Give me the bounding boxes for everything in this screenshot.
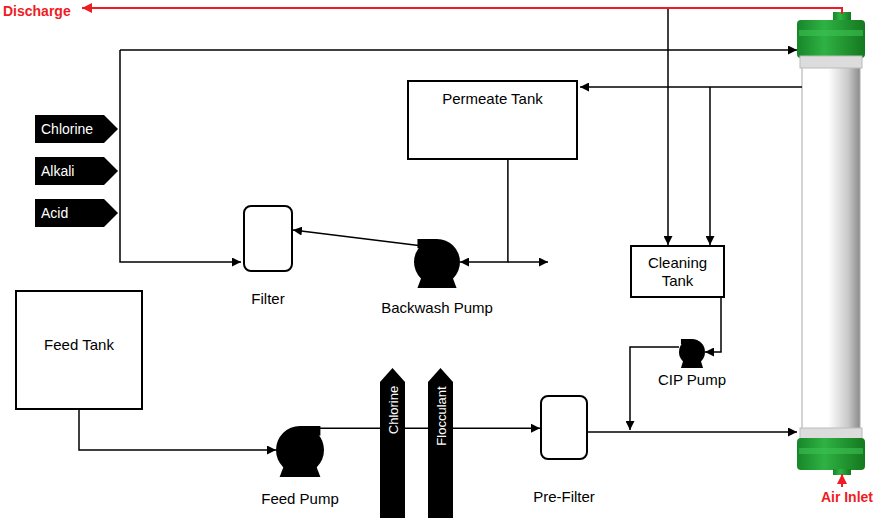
pump-shape <box>276 426 324 474</box>
pump-label: Backwash Pump <box>381 299 493 317</box>
module-collar <box>800 56 862 68</box>
pipe <box>120 50 241 262</box>
pump-label: CIP Pump <box>658 371 726 389</box>
pipe <box>667 8 669 245</box>
filter-box: Pre-Filter <box>540 395 588 460</box>
arrow-shape <box>428 368 453 518</box>
pump-shape <box>414 239 460 285</box>
pipe <box>588 431 797 433</box>
flow-connector <box>79 410 276 450</box>
flow-connector <box>460 160 508 262</box>
tank-box: Permeate Tank <box>407 80 578 160</box>
chemical-arrow: Chlorine <box>380 368 405 518</box>
pump-symbol: Backwash Pump <box>414 239 460 285</box>
module-cap <box>797 20 865 58</box>
filter-box: Filter <box>243 205 293 272</box>
pipe <box>120 49 797 51</box>
pump-body <box>679 339 705 365</box>
discharge-pipe <box>82 8 842 14</box>
arrow-shape <box>380 368 405 518</box>
tank-label: Cleaning Tank <box>638 254 717 290</box>
pump-body <box>276 426 324 474</box>
pipe <box>709 87 711 245</box>
air-inlet-pipe <box>841 474 843 487</box>
arrow-shape <box>35 199 118 227</box>
membrane-module <box>797 12 865 475</box>
arrow-shape <box>35 115 118 143</box>
chemical-name: Flocculant <box>434 386 447 445</box>
filter-label: Pre-Filter <box>533 488 595 506</box>
chemical-arrow: Acid <box>35 199 118 227</box>
tank-box: Cleaning Tank <box>630 245 725 298</box>
module-body <box>802 66 860 430</box>
pump-label: Feed Pump <box>261 490 339 508</box>
pump-body <box>414 239 460 285</box>
filter-label: Filter <box>251 290 284 308</box>
tank-label: Feed Tank <box>23 336 135 354</box>
chemical-arrow: Flocculant <box>428 368 453 518</box>
chemical-name: Alkali <box>35 157 74 185</box>
drain-pipe <box>508 261 548 263</box>
chemical-arrow: Chlorine <box>35 115 118 143</box>
flow-connector <box>293 230 421 246</box>
chemical-name: Acid <box>35 199 68 227</box>
chemical-name: Chlorine <box>386 386 399 434</box>
cap-band <box>799 448 863 454</box>
chemical-arrow: Alkali <box>35 157 118 185</box>
arrow-shape <box>35 157 118 185</box>
tank-label: Permeate Tank <box>415 90 570 108</box>
pipe <box>580 86 802 88</box>
pump-shape <box>679 339 705 365</box>
pump-symbol: CIP Pump <box>679 339 705 365</box>
tank-box: Feed Tank <box>15 290 143 410</box>
stream-label: Air Inlet <box>821 489 873 505</box>
pump-symbol: Feed Pump <box>276 426 324 474</box>
chemical-name: Chlorine <box>35 115 93 143</box>
module-cap <box>797 438 865 470</box>
flow-connector <box>310 427 540 429</box>
cap-band <box>799 30 863 36</box>
flow-connector <box>705 298 721 352</box>
stream-label: Discharge <box>3 3 71 19</box>
pipe <box>630 347 679 430</box>
